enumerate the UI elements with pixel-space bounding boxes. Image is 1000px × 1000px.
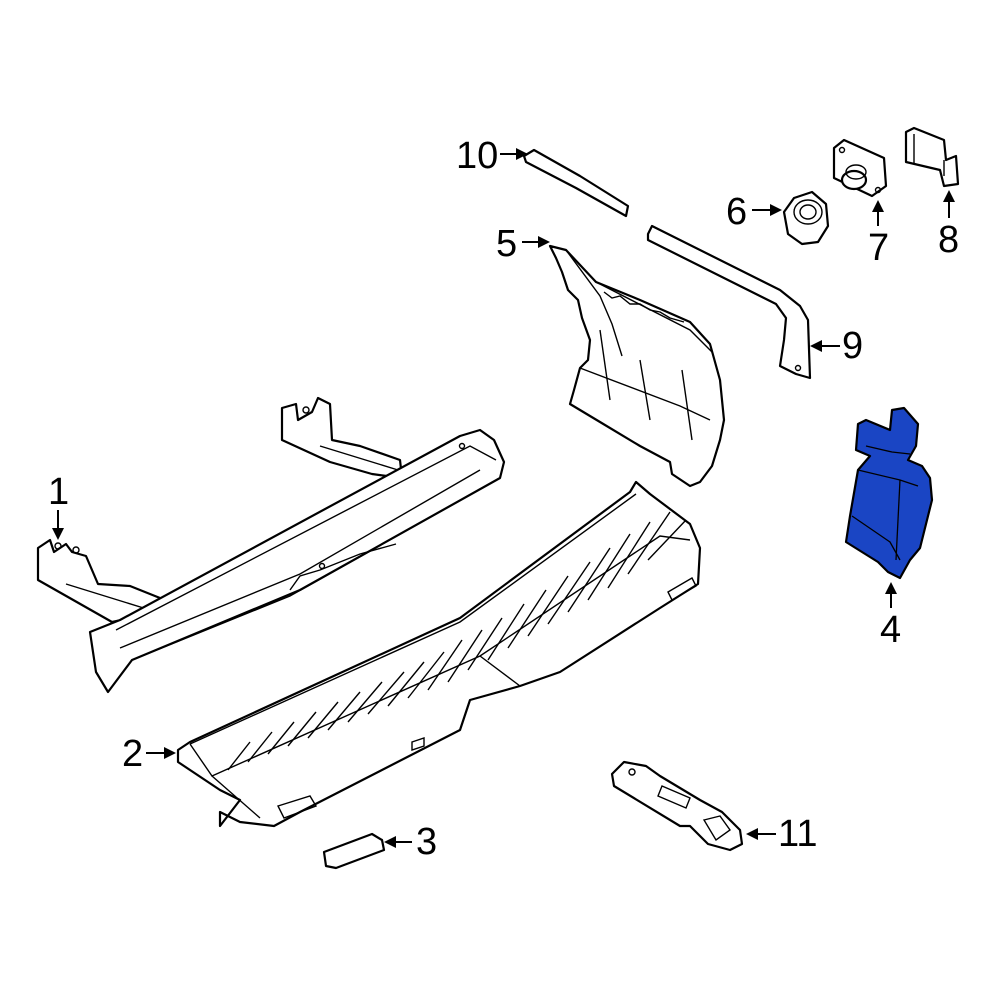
callout-label-5: 5 xyxy=(496,223,517,265)
callout-5: 5 xyxy=(496,223,550,265)
callout-3: 3 xyxy=(384,821,437,863)
callout-8: 8 xyxy=(938,190,959,261)
callout-label-11: 11 xyxy=(778,813,817,855)
callout-label-9: 9 xyxy=(842,325,863,367)
callout-label-3: 3 xyxy=(416,821,437,863)
callout-label-4: 4 xyxy=(880,609,901,651)
callout-label-10: 10 xyxy=(456,135,498,177)
callout-label-6: 6 xyxy=(726,191,747,233)
callout-label-1: 1 xyxy=(48,471,69,513)
callout-label-8: 8 xyxy=(938,219,959,261)
part-10-seal-strip[interactable] xyxy=(522,148,630,218)
part-11-tow-hook[interactable] xyxy=(610,760,744,852)
part-8-bracket[interactable] xyxy=(904,126,960,188)
part-5-valance-bracket[interactable] xyxy=(548,244,726,488)
callout-10: 10 xyxy=(456,135,528,177)
callout-label-7: 7 xyxy=(868,227,889,269)
callout-1: 1 xyxy=(48,471,69,540)
callout-7: 7 xyxy=(868,200,889,269)
part-9-trim-strip[interactable] xyxy=(646,224,812,380)
part-7-stud-plate[interactable] xyxy=(832,138,888,198)
part-2-step-pad[interactable] xyxy=(176,480,702,828)
callout-2: 2 xyxy=(122,733,176,775)
part-1-reinforcement-bar[interactable] xyxy=(36,396,506,694)
callout-9: 9 xyxy=(810,325,863,367)
part-6-grommet[interactable] xyxy=(782,190,830,246)
part-4-bracket-highlighted[interactable] xyxy=(844,406,934,580)
callout-label-2: 2 xyxy=(122,733,143,775)
callout-6: 6 xyxy=(726,191,782,233)
callout-11: 11 xyxy=(746,813,817,855)
part-3-reflector[interactable] xyxy=(322,832,386,870)
callout-4: 4 xyxy=(880,582,901,651)
